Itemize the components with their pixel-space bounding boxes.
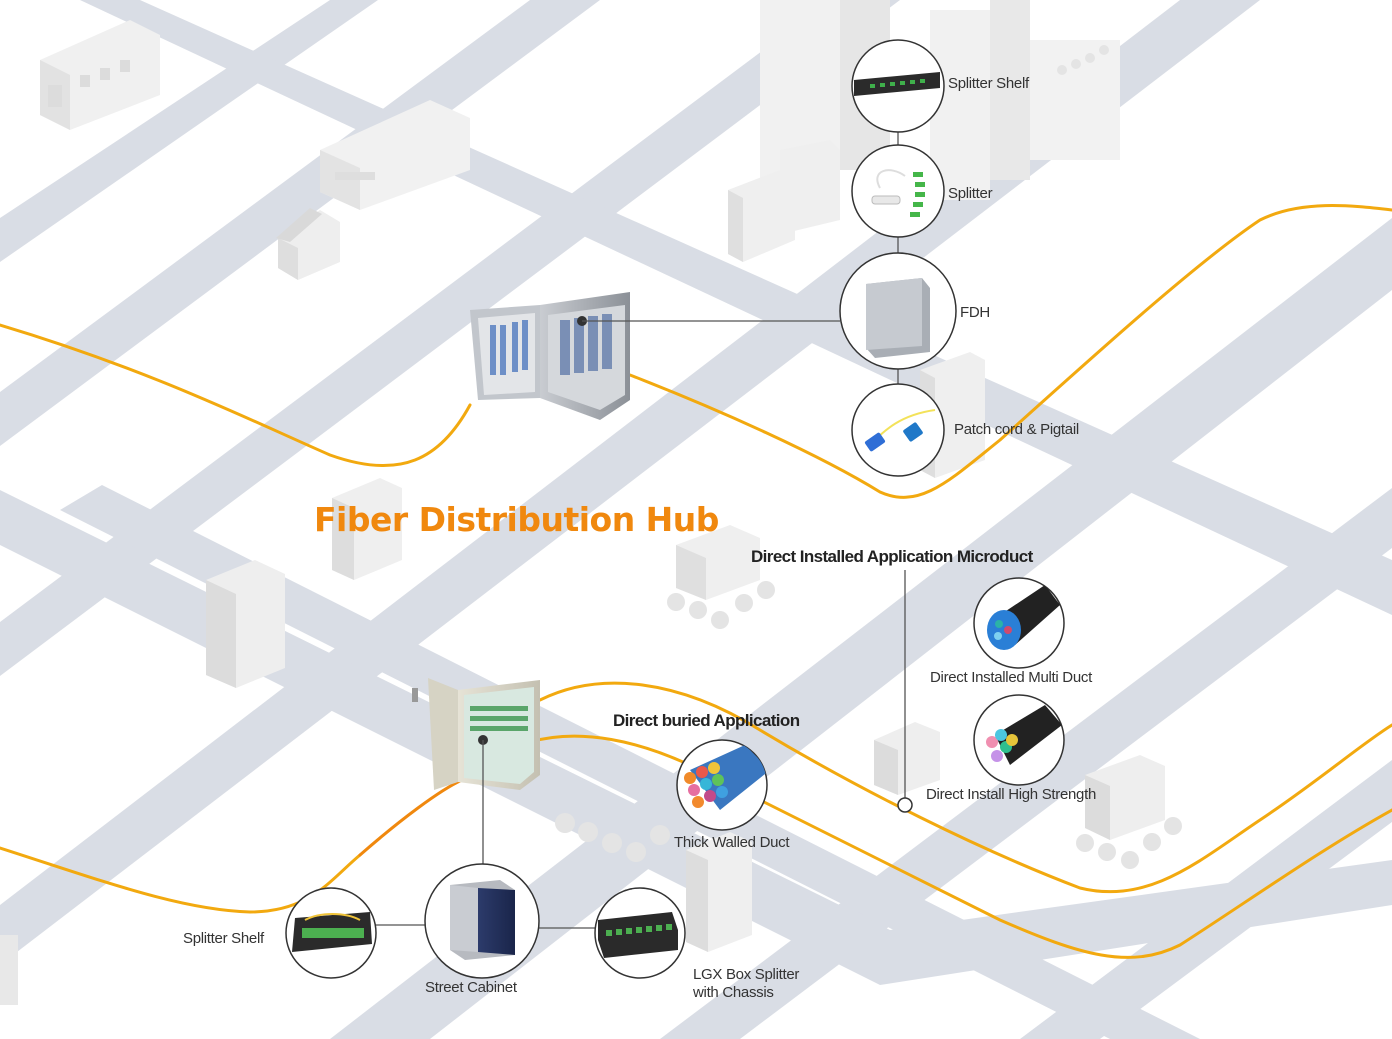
patch-cord-icon: [851, 383, 945, 477]
buried-heading: Direct buried Application: [613, 711, 800, 730]
fiber-route: [528, 734, 1392, 959]
building: [276, 208, 340, 280]
fiber-route: [538, 681, 1392, 894]
building: [332, 478, 402, 580]
building: [728, 140, 840, 262]
microduct-label-multi-duct: Direct Installed Multi Duct: [930, 669, 1092, 686]
building: [206, 560, 285, 688]
building: [874, 722, 940, 795]
fiber-route: [358, 778, 464, 857]
hub-label-patch-cord: Patch cord & Pigtail: [954, 421, 1079, 438]
page-title: Fiber Distribution Hub: [314, 500, 719, 539]
building: [40, 20, 160, 130]
lgx-label-line2: with Chassis: [693, 984, 774, 1001]
trees: [555, 45, 1182, 869]
fdh-cabinet-icon: [839, 252, 957, 370]
building: [676, 525, 760, 600]
fdh-cabinet-main: [470, 292, 630, 420]
lgx-box-icon: [594, 887, 686, 979]
fiber-routes: [0, 204, 1392, 959]
multi-duct-icon: [973, 577, 1065, 669]
hub-label-splitter: Splitter: [948, 185, 993, 202]
connector-lines: [376, 132, 906, 929]
fiber-route: [0, 323, 472, 468]
lgx-label-line1: LGX Box Splitter: [693, 966, 800, 983]
buildings: [0, 0, 1165, 1005]
buried-label-thick-walled: Thick Walled Duct: [674, 834, 790, 851]
hub-label-fdh: FDH: [960, 304, 990, 321]
road: [0, 0, 1260, 965]
road: [0, 0, 900, 676]
building: [686, 832, 752, 952]
splitter-shelf-icon: [851, 39, 945, 133]
splitter-shelf-icon: [285, 887, 377, 979]
cabinet-label-lgx-box: LGX Box Splitter with Chassis: [693, 966, 799, 1002]
component-icons: [285, 39, 1065, 979]
building: [1085, 755, 1165, 840]
thick-walled-duct-icon: [676, 739, 768, 831]
hub-label-splitter-shelf: Splitter Shelf: [948, 75, 1029, 92]
building: [320, 100, 470, 210]
microduct-label-high-strength: Direct Install High Strength: [926, 786, 1097, 803]
street-cabinet-main: [412, 678, 540, 790]
street-cabinet-icon: [424, 863, 540, 979]
high-strength-duct-icon: [973, 694, 1065, 786]
splitter-icon: [851, 144, 945, 238]
road: [60, 485, 1200, 1039]
fiber-route: [628, 204, 1392, 499]
junction-marker: [897, 797, 913, 813]
cabinet-label-street-cabinet: Street Cabinet: [425, 979, 517, 996]
microduct-heading: Direct Installed Application Microduct: [751, 547, 1033, 566]
building: [0, 935, 18, 1005]
fiber-route: [0, 846, 362, 914]
cabinet-label-splitter-shelf: Splitter Shelf: [183, 930, 264, 947]
